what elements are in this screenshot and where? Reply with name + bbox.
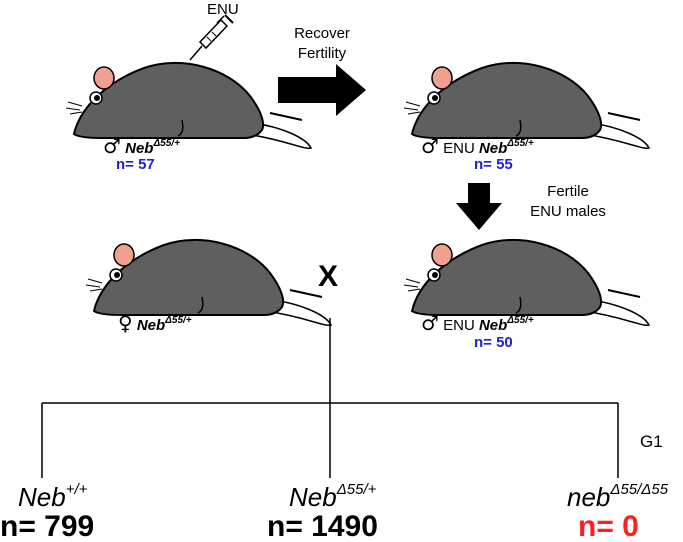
down-arrow-icon — [456, 183, 502, 230]
male-recovered-count: n= 55 — [474, 156, 513, 173]
recover-fertility-label: Recover Fertility — [294, 25, 350, 62]
offspring-genotype-wildtype: Neb+/+ — [18, 481, 88, 512]
male-fertile-count: n= 50 — [474, 334, 513, 351]
male-start-label: ♂ NebΔ55/+ — [103, 134, 180, 158]
male-start-count: n= 57 — [116, 156, 155, 173]
male-fertile-label: ♂ ENU NebΔ55/+ — [421, 311, 534, 335]
offspring-genotype-heterozygous: NebΔ55/+ — [289, 481, 377, 512]
offspring-count-heterozygous: n= 1490 — [267, 510, 378, 542]
offspring-count-wildtype: n= 799 — [0, 510, 95, 542]
offspring-count-homozygous: n= 0 — [578, 510, 639, 542]
injection-label: ENU — [207, 1, 239, 18]
female-label: ♀ NebΔ55/+ — [118, 311, 192, 335]
generation-label: G1 — [640, 432, 663, 451]
fertile-males-label: Fertile ENU males — [530, 183, 606, 220]
syringe-icon — [189, 14, 234, 61]
cross-symbol: X — [318, 260, 339, 293]
pedigree-lines — [41, 318, 619, 478]
offspring-genotype-homozygous: nebΔ55/Δ55 — [567, 481, 669, 512]
right-arrow-icon — [278, 64, 366, 116]
male-recovered-label: ♂ ENU NebΔ55/+ — [421, 134, 534, 158]
